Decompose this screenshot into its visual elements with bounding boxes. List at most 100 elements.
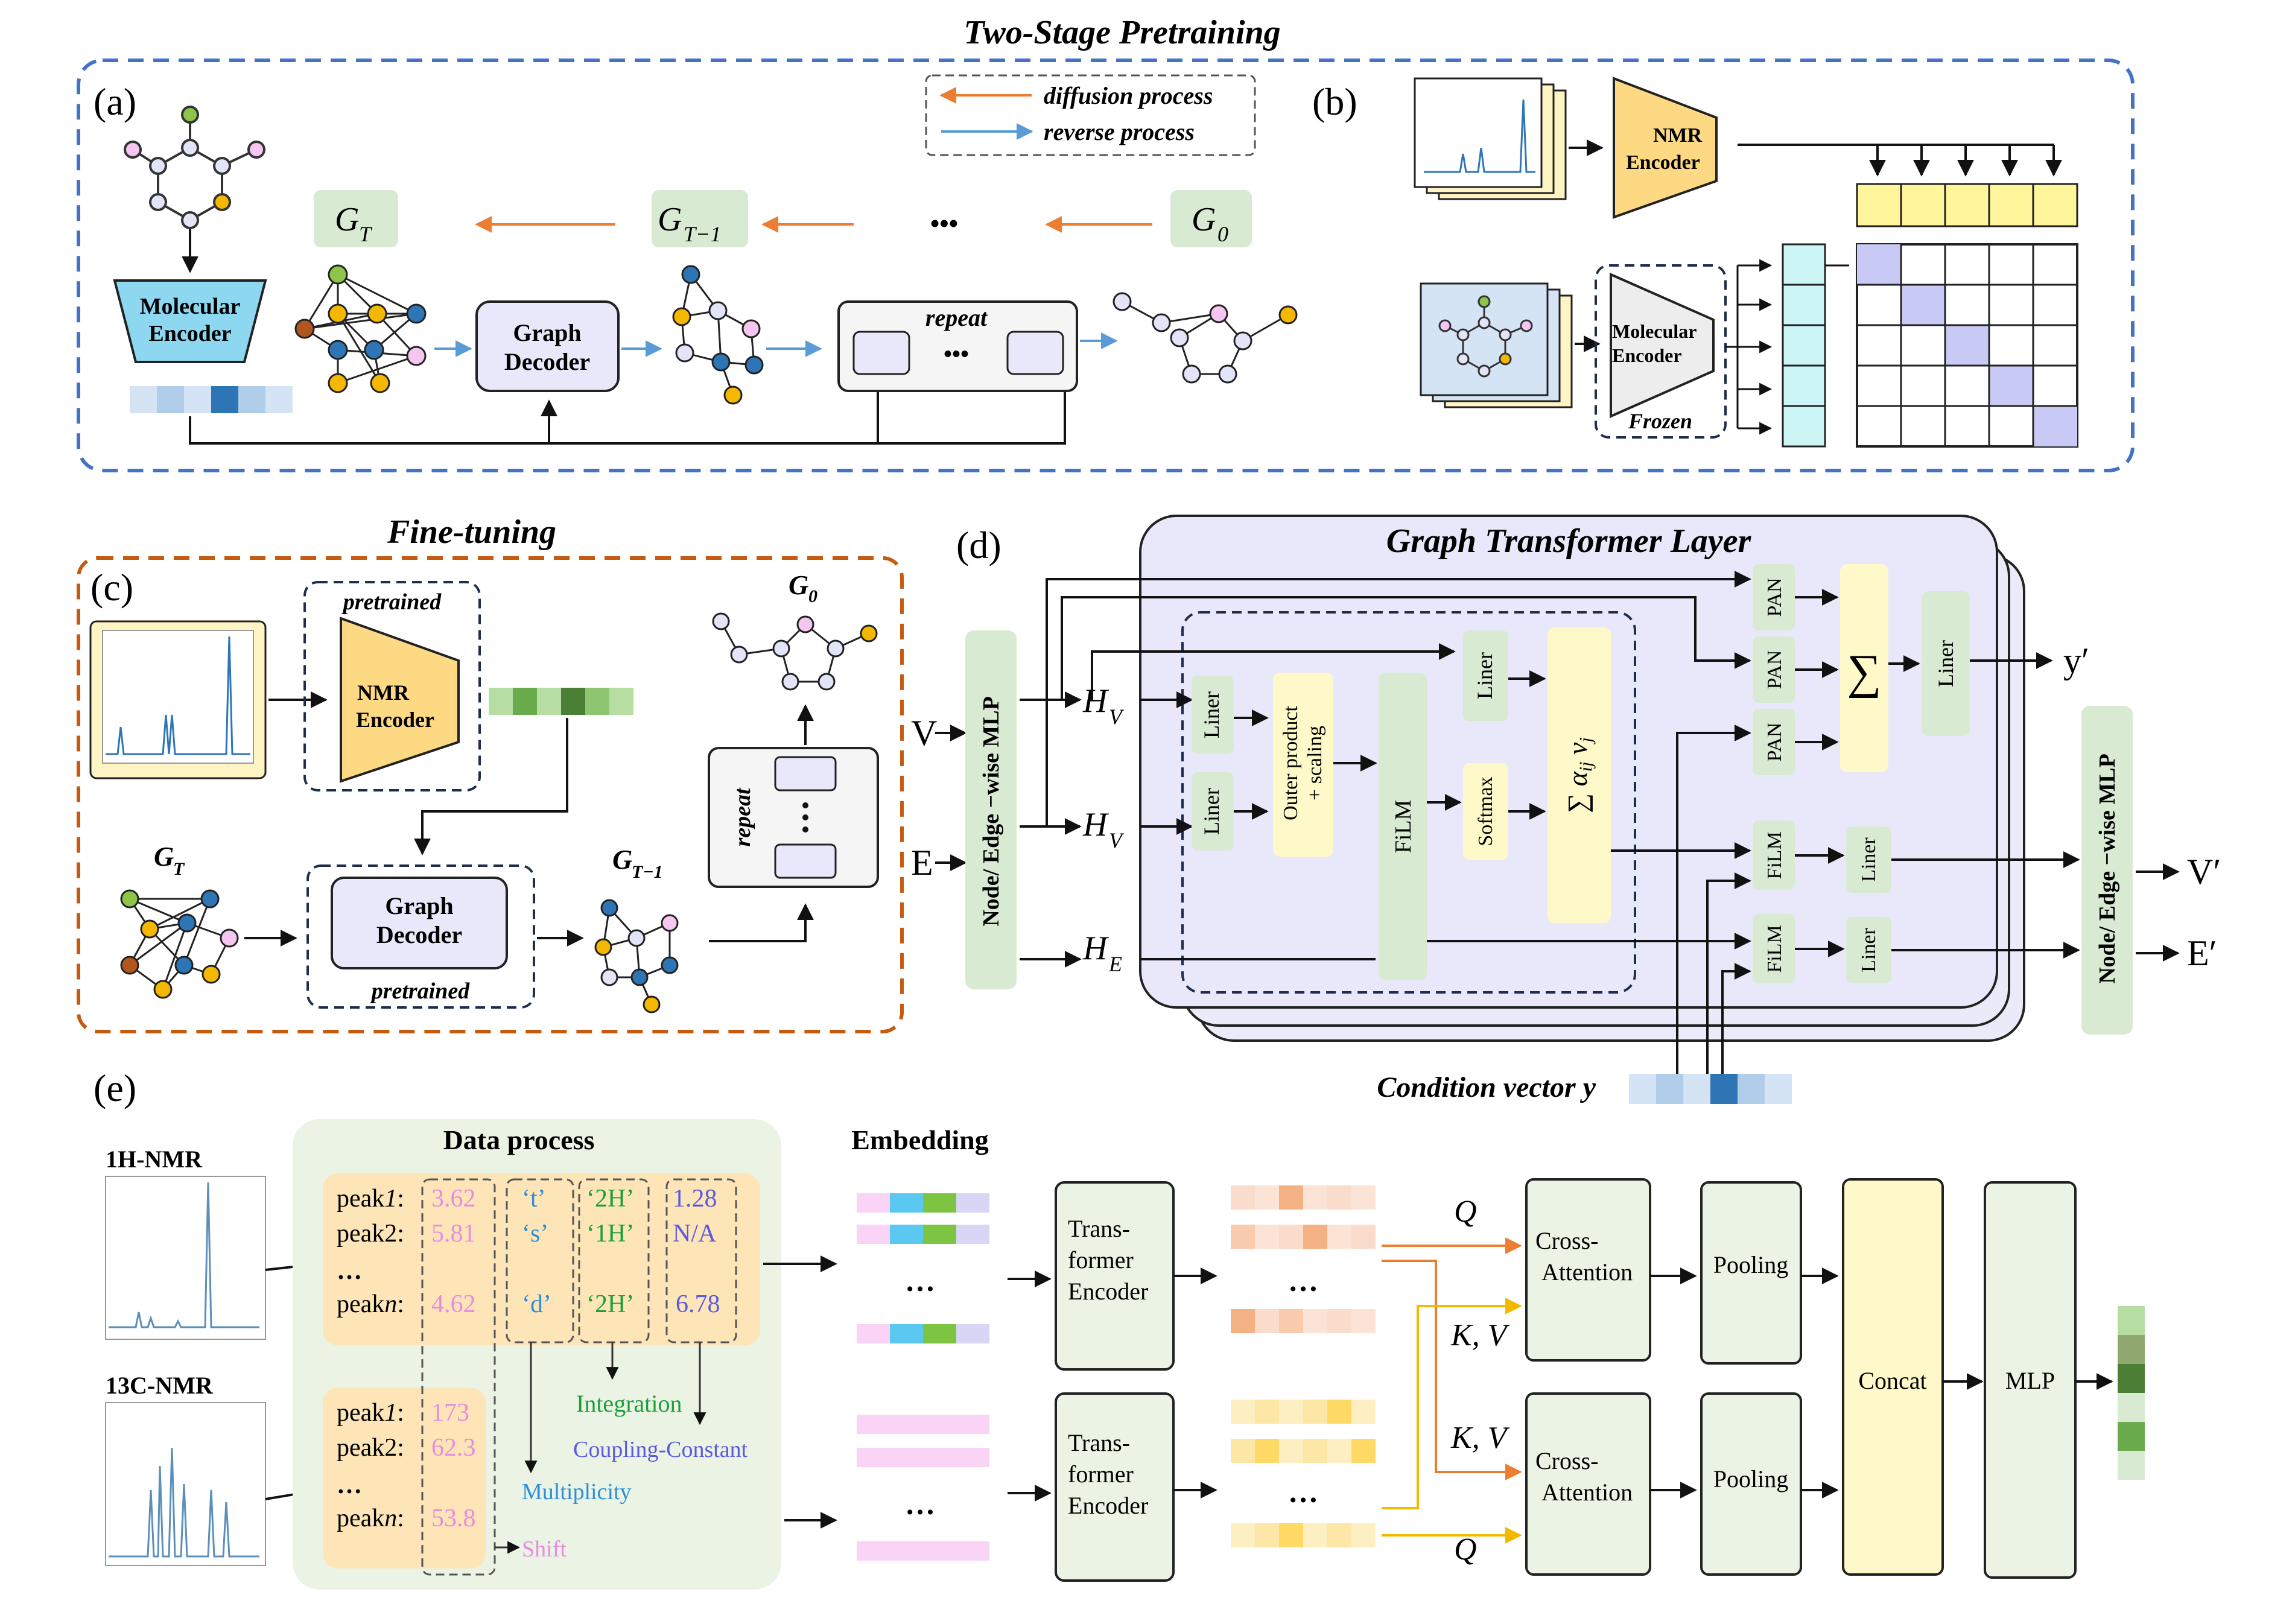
he-label: H E <box>1082 930 1122 976</box>
liner-v: Liner <box>1846 826 1891 893</box>
svg-text:Encoder: Encoder <box>356 708 434 732</box>
svg-text:‘2H’: ‘2H’ <box>586 1290 634 1318</box>
c-embeddings: … <box>857 1415 989 1561</box>
node-edge-mlp-in: Node/ Edge −wise MLP <box>965 630 1017 989</box>
svg-text:Encoder: Encoder <box>1068 1278 1148 1305</box>
svg-text:PAN: PAN <box>1763 723 1786 762</box>
pretraining-section: Two-Stage Pretraining (a) (b) diffusion … <box>77 14 2135 472</box>
film-e: FiLM <box>1753 914 1795 983</box>
svg-text:peakn:: peakn: <box>337 1505 404 1532</box>
transformer-title: Graph Transformer Layer <box>1386 522 1752 560</box>
concat: Concat <box>1842 1178 1944 1576</box>
svg-text:0: 0 <box>1217 222 1228 246</box>
similarity-matrix <box>1856 243 2078 448</box>
panel-e-label: (e) <box>94 1067 136 1109</box>
integration-label: Integration <box>576 1390 682 1417</box>
svg-text:…: … <box>337 1471 362 1499</box>
svg-text:former: former <box>1068 1246 1134 1274</box>
svg-text:5.81: 5.81 <box>431 1220 476 1248</box>
spectrum-c <box>89 620 267 779</box>
embedding-title: Embedding <box>851 1124 989 1155</box>
pretraining-frame <box>77 59 2135 472</box>
graph-g0-c: G 0 <box>712 569 878 691</box>
svg-text:FiLM: FiLM <box>1391 800 1416 854</box>
repeat-box-a: repeat ••• <box>837 300 1078 392</box>
liner-3: Liner <box>1463 630 1508 721</box>
svg-text:Liner: Liner <box>1199 788 1224 835</box>
svg-text:0: 0 <box>808 586 817 606</box>
c-features: … <box>1231 1400 1376 1547</box>
svg-text:Outer product: Outer product <box>1280 706 1302 820</box>
nmr-encoder-c: pretrained NMR Encoder <box>303 581 481 791</box>
noisy-graph-a <box>294 264 427 393</box>
graph-gt1-a <box>672 265 764 405</box>
pan-2: PAN <box>1753 636 1795 703</box>
svg-text:Pooling: Pooling <box>1713 1251 1788 1278</box>
graph-decoder-a: Graph Decoder <box>475 300 620 392</box>
transformer-encoder-c: Trans- former Encoder <box>1055 1392 1175 1582</box>
svg-text:62.3: 62.3 <box>431 1434 476 1462</box>
q-label-1: Q <box>1454 1194 1477 1229</box>
output-embedding <box>2118 1306 2145 1480</box>
node-edge-mlp-out: Node/ Edge −wise MLP <box>2081 706 2133 1035</box>
input-e: E <box>911 843 933 883</box>
h-nmr-label: 1H-NMR <box>106 1146 203 1173</box>
svg-text:Attention: Attention <box>1541 1479 1633 1506</box>
nmr-embedding-c <box>489 688 633 715</box>
transformer-encoder-h: Trans- former Encoder <box>1055 1181 1175 1371</box>
svg-text:Liner: Liner <box>1473 652 1497 699</box>
svg-text:peak1:: peak1: <box>337 1399 404 1427</box>
kv-label-2: K, V <box>1450 1421 1510 1455</box>
c-nmr-spectrum <box>105 1402 266 1566</box>
input-molecule-a <box>124 106 265 229</box>
svg-text:G: G <box>335 201 359 238</box>
pan-1: PAN <box>1753 564 1795 630</box>
cross-attention-2: Cross- Attention <box>1525 1392 1651 1576</box>
mol-embedding-col <box>1782 243 1826 448</box>
svg-text:+ scaling: + scaling <box>1304 726 1326 801</box>
svg-text:173: 173 <box>431 1399 469 1427</box>
svg-text:Encoder: Encoder <box>148 321 231 346</box>
transformer-section: (d) Graph Transformer Layer V E Node/ Ed… <box>911 515 2221 1104</box>
svg-text:Trans-: Trans- <box>1068 1429 1130 1456</box>
svg-text:T: T <box>359 222 373 246</box>
panel-d-label: (d) <box>956 524 1001 566</box>
hv-label-2: H V <box>1082 806 1125 852</box>
svg-text:•••: ••• <box>944 340 969 367</box>
panel-c-label: (c) <box>90 566 133 609</box>
pan-3: PAN <box>1753 709 1795 775</box>
svg-text:‘t’: ‘t’ <box>522 1185 546 1213</box>
pooling-1: Pooling <box>1700 1181 1802 1365</box>
svg-text:pretrained: pretrained <box>370 979 471 1004</box>
svg-text:pretrained: pretrained <box>341 589 442 615</box>
liner-e: Liner <box>1846 917 1891 983</box>
processing-section: (e) 1H-NMR 13C-NMR Data process peak1: p… <box>94 1067 2145 1590</box>
svg-text:Pooling: Pooling <box>1713 1465 1788 1492</box>
svg-text:V: V <box>1109 705 1125 729</box>
svg-text:Liner: Liner <box>1858 837 1880 882</box>
svg-text:Liner: Liner <box>1199 691 1224 738</box>
film-v: FiLM <box>1753 820 1795 890</box>
svg-text:H: H <box>1082 806 1109 843</box>
svg-text:former: former <box>1068 1461 1134 1488</box>
svg-text:T: T <box>173 859 185 879</box>
frozen-encoder-b: Molecular Encoder Frozen <box>1595 264 1727 439</box>
shift-label: Shift <box>522 1537 567 1562</box>
svg-text:Encoder: Encoder <box>1612 344 1682 366</box>
molecular-encoder-a: Molecular Encoder <box>113 279 267 363</box>
svg-text:peak2:: peak2: <box>337 1434 404 1462</box>
pretraining-title: Two-Stage Pretraining <box>963 14 1280 51</box>
finetuning-section: Fine-tuning (c) pretrained NMR Encoder G <box>77 513 904 1033</box>
svg-text:53.8: 53.8 <box>431 1505 476 1532</box>
condition-label: Condition vector y <box>1377 1071 1596 1103</box>
svg-text:FiLM: FiLM <box>1763 925 1786 972</box>
h-features: … <box>1231 1185 1376 1333</box>
film-main: FiLM <box>1379 673 1427 980</box>
graph-decoder-c: Graph Decoder pretrained <box>306 864 535 1009</box>
svg-text:T−1: T−1 <box>632 862 663 882</box>
kv-label-1: K, V <box>1450 1318 1510 1353</box>
svg-text:MLP: MLP <box>2005 1367 2055 1394</box>
svg-text:H: H <box>1082 930 1109 967</box>
h-embeddings: … <box>857 1193 989 1343</box>
